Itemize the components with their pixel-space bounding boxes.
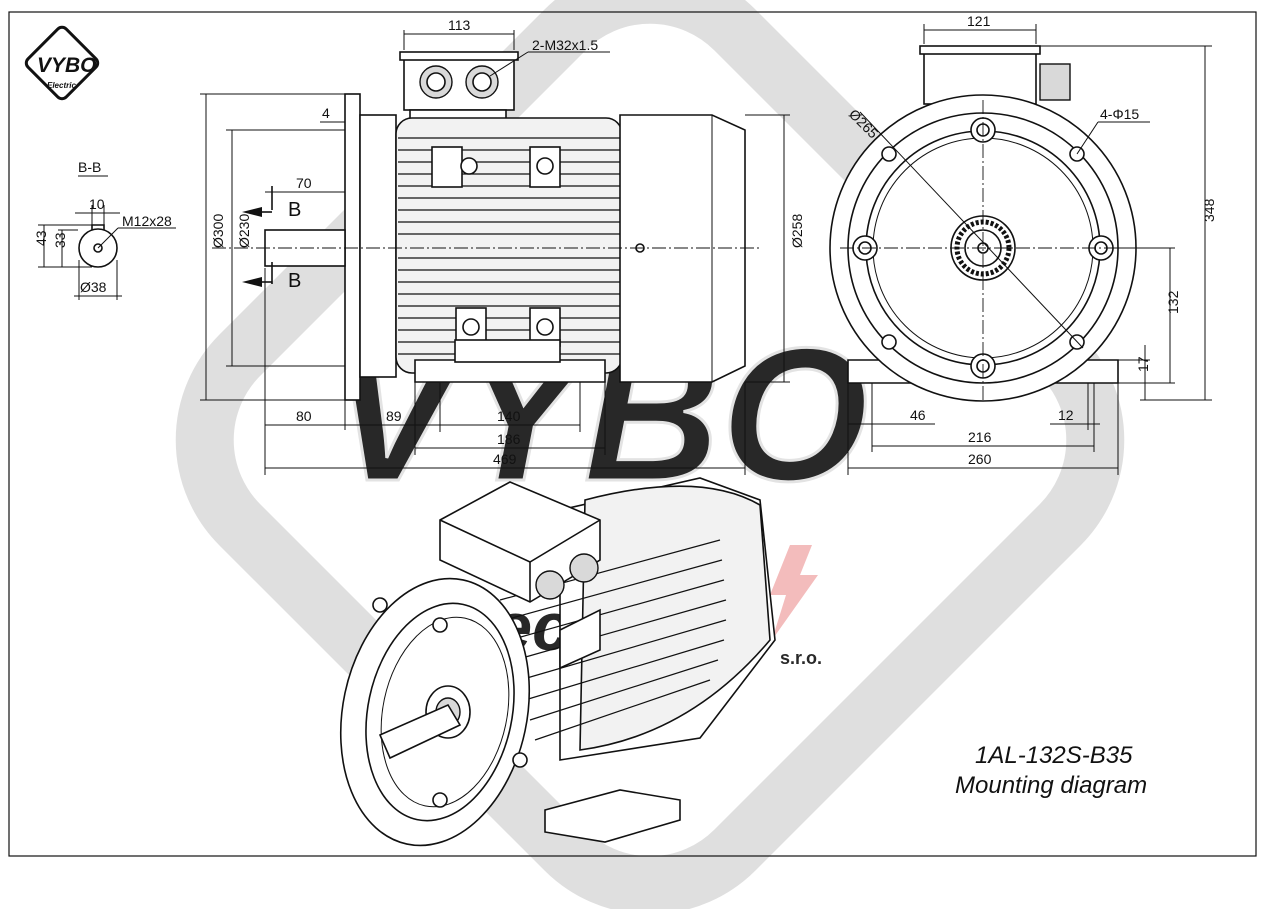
- drawing-frame: [8, 11, 1257, 857]
- diagram-subtitle: Mounting diagram: [955, 772, 1147, 799]
- front-shaft-height: 132: [1165, 290, 1181, 314]
- front-height-total: 348: [1201, 198, 1217, 222]
- watermark-suffix: s.r.o.: [780, 648, 822, 668]
- section-label: B-B: [78, 159, 101, 175]
- title-block: 1AL-132S-B35 Mounting diagram: [955, 742, 1147, 799]
- section-mark-top: B: [288, 199, 301, 221]
- isometric-view: [339, 477, 776, 847]
- front-dim-260: 260: [968, 451, 992, 467]
- section-thread: M12x28: [122, 213, 172, 229]
- side-spigot-diameter: Ø230: [236, 214, 252, 248]
- side-glands: 2-M32x1.5: [532, 37, 598, 53]
- side-dim-140: 140: [497, 408, 521, 424]
- front-foot-height: 17: [1135, 356, 1151, 372]
- section-shaft-height: 33: [52, 232, 68, 248]
- company-logo: VYBO Electric: [24, 25, 100, 101]
- side-flange-diameter: Ø300: [210, 214, 226, 248]
- side-dim-80: 80: [296, 408, 312, 424]
- side-flange-thickness: 4: [322, 105, 330, 121]
- side-shaft-length: 70: [296, 175, 312, 191]
- model-title: 1AL-132S-B35: [975, 742, 1133, 769]
- side-body-diameter: Ø258: [789, 214, 805, 248]
- side-dim-89: 89: [386, 408, 402, 424]
- section-key-height: 43: [33, 230, 49, 246]
- front-box-width: 121: [967, 13, 991, 29]
- front-dim-216: 216: [968, 429, 992, 445]
- logo-brand: VYBO: [37, 54, 97, 77]
- section-keyway: 10: [89, 196, 105, 212]
- logo-sub: Electric: [47, 81, 76, 90]
- section-mark-bottom: B: [288, 270, 301, 292]
- front-view: Ø265 4-Φ15 121 348 132 17 46 12 216 260: [829, 13, 1217, 475]
- front-holes: 4-Φ15: [1100, 106, 1139, 122]
- side-box-width: 113: [448, 17, 471, 33]
- front-dim-46: 46: [910, 407, 926, 423]
- side-dim-186: 186: [497, 431, 521, 447]
- front-dim-12: 12: [1058, 407, 1074, 423]
- side-dim-469: 469: [493, 451, 517, 467]
- section-diameter: Ø38: [80, 279, 107, 295]
- section-bb: B-B M12x28 10 43 33 Ø38: [33, 159, 176, 300]
- side-view: B B 113 2-M32x1.5 4 70 Ø300 Ø230 Ø258 80…: [200, 17, 805, 475]
